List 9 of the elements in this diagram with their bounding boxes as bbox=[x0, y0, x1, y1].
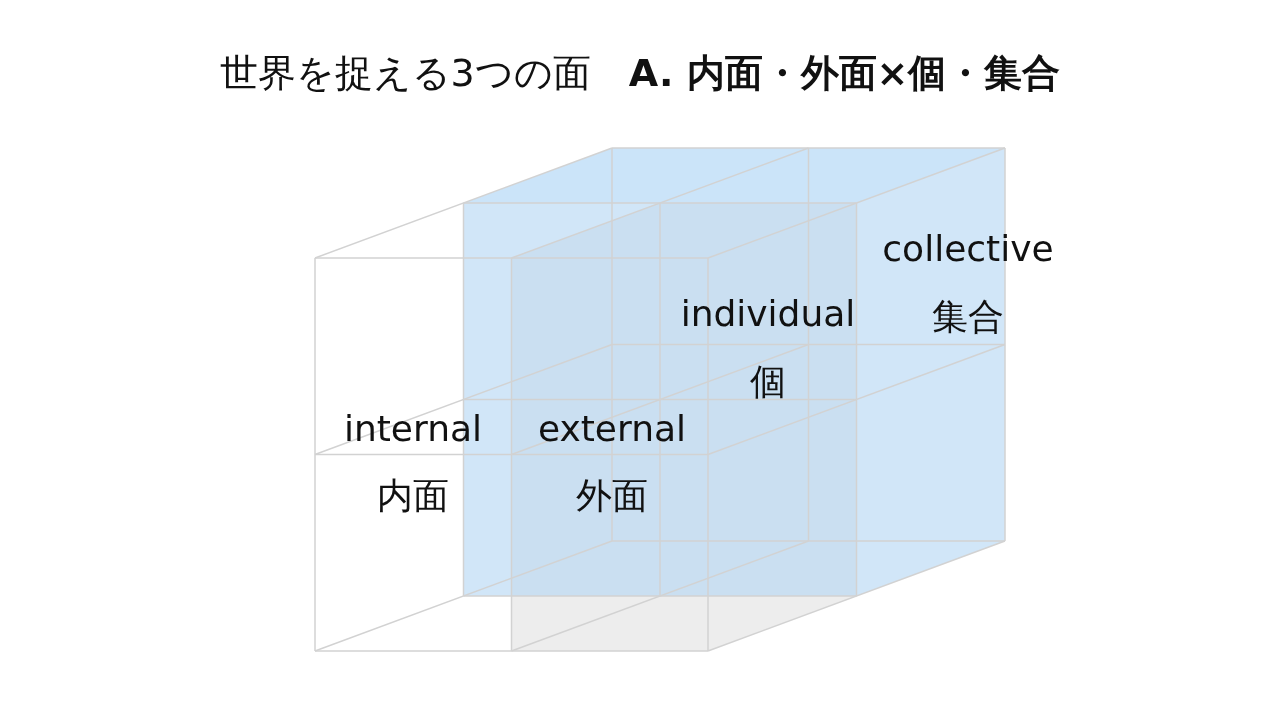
axis-label: external bbox=[537, 408, 687, 449]
title: 世界を捉える3つの面 A. 内面・外面×個・集合 bbox=[218, 50, 1062, 97]
axis-label: collective bbox=[882, 228, 1054, 269]
axis-label: internal bbox=[343, 408, 483, 449]
axis-label: 外面 bbox=[576, 474, 648, 518]
axis-label: 集合 bbox=[932, 295, 1004, 339]
axis-label: individual bbox=[680, 293, 856, 334]
axis-label: 個 bbox=[750, 360, 786, 404]
axis-label: 内面 bbox=[377, 474, 449, 518]
